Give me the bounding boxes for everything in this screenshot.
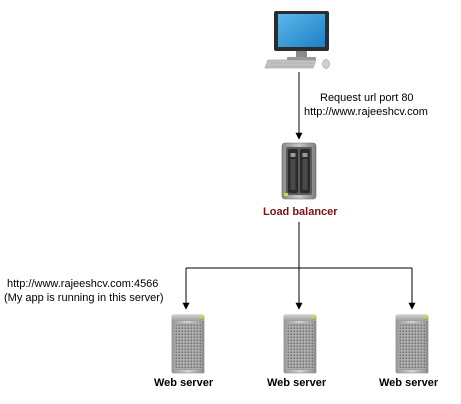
app-server-url: http://www.rajeeshcv.com:4566 [7, 278, 159, 290]
web-server-label-2: Web server [267, 377, 327, 389]
server-connectors [182, 222, 416, 310]
load-balancer-label: Load balancer [263, 206, 338, 218]
request-label-line1: Request url port 80 [320, 92, 414, 104]
request-label-line2: http://www.rajeeshcv.com [304, 106, 428, 118]
web-server-icon [283, 314, 317, 374]
web-server-icon [171, 314, 205, 374]
computer-icon [264, 11, 330, 69]
load-balancer-icon [281, 142, 317, 200]
web-server-label-1: Web server [154, 377, 214, 389]
app-server-note: (My app is running in this server) [4, 292, 164, 304]
web-server-label-3: Web server [379, 377, 439, 389]
web-server-icon [395, 314, 429, 374]
